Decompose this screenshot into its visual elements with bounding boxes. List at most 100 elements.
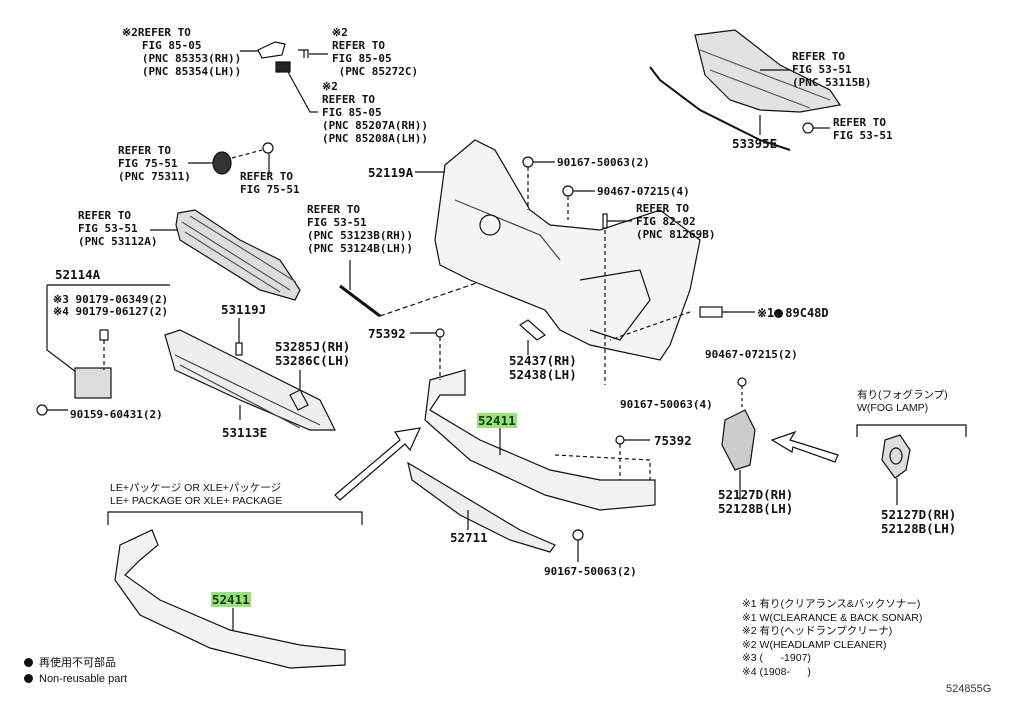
side-bracket-drawing [36,284,170,416]
fog-lamp-cover-drawing [721,377,839,500]
ref-line: REFER TO [833,116,886,129]
part-75392-lower[interactable]: 75392 [654,433,692,448]
upper-grille-drawing [150,209,301,301]
part-53119j[interactable]: 53119J [221,302,267,317]
note-marker: ※2 [122,26,138,39]
part-90467-07215-mid[interactable]: 90467-07215(2) [705,348,798,361]
part-52437[interactable]: 52437(RH) [509,353,577,368]
ref-line: FIG 85-05 [322,106,382,119]
ref-line: (PNC 53115B) [792,76,872,89]
part-90167-50063-bottom[interactable]: 90167-50063(2) [544,565,637,578]
note-marker: ※4 [53,305,69,318]
note-marker: ※2 [332,26,348,39]
part-52127d-fog-lamp[interactable]: 52127D(RH) [881,507,957,522]
part-90179-06127[interactable]: ※4 90179-06127(2) [53,305,168,318]
ref-line: (PNC 53123B(RH)) [307,229,413,242]
ref-line: (PNC 85208A(LH)) [322,132,428,145]
part-52128b-fog-lamp[interactable]: 52128B(LH) [881,521,957,536]
ref-radiator-support-53115b: REFER TO FIG 53-51 (PNC 53115B) [792,50,871,89]
lower-grille-drawing [164,318,336,431]
ref-line: REFER TO [137,26,191,39]
ref-line: (PNC 85272C) [338,65,419,78]
footnote: ※2 有り(ヘッドランプクリーナ) [742,625,893,637]
part-52438[interactable]: 52438(LH) [509,367,577,382]
highlighted-part-number: 52411 [211,592,251,607]
ref-sensor-81269b: REFER TO FIG 82-02 (PNC 81269B) [636,202,715,241]
ref-line: (PNC 85353(RH)) [141,52,242,65]
caption-jp: 有り(フォグランプ) [857,389,948,401]
ref-line: REFER TO [792,50,845,63]
ref-line: (PNC 75311) [118,170,191,183]
footnote: ※1 W(CLEARANCE & BACK SONAR) [742,611,923,624]
ref-support-screw: REFER TO FIG 53-51 [833,116,893,142]
ref-line: REFER TO [240,170,293,183]
part-52128b-fog-cover[interactable]: 52128B(LH) [718,501,794,516]
ref-line: FIG 53-51 [78,222,138,235]
part-52411-main[interactable]: 52411 [477,413,517,428]
direction-arrow-left [334,427,422,501]
ref-headlamp-cleaner-cover: ※2REFER TO FIG 85-05 (PNC 85353(RH)) (PN… [122,26,241,78]
footnote: ※2 W(HEADLAMP CLEANER) [742,638,887,651]
part-number-text: 90179-06127(2) [75,305,169,318]
note-marker: ※2 [322,80,338,93]
caption-en: W(FOG LAMP) [857,402,929,414]
part-90467-07215-top[interactable]: 90467-07215(4) [597,185,690,198]
footnote: ※3 ( -1907) [742,652,811,664]
radiator-support-drawing [649,29,842,151]
ref-line: (PNC 53124B(LH)) [307,242,413,255]
fog-lamp-group-caption: 有り(フォグランプ) W(FOG LAMP) [857,389,948,415]
ref-emblem-screw: REFER TO FIG 75-51 [240,170,300,196]
part-52114a[interactable]: 52114A [55,267,101,282]
part-90179-06349[interactable]: ※3 90179-06349(2) [53,293,168,306]
ref-line: REFER TO [78,209,131,222]
ref-line: REFER TO [636,202,689,215]
non-reusable-dot-icon [24,658,33,667]
part-53285j[interactable]: 53285J(RH) [275,339,351,354]
skid-plate-drawing [407,461,584,562]
package-group-caption: LE+パッケージ OR XLE+パッケージ LE+ PACKAGE OR XLE… [110,482,282,508]
part-52411-package[interactable]: 52411 [211,592,251,607]
part-90167-50063-mid[interactable]: 90167-50063(4) [620,398,713,411]
ref-clip-85272c: ※2 REFER TO FIG 85-05 (PNC 85272C) [332,26,418,78]
caption-en: LE+ PACKAGE OR XLE+ PACKAGE [110,495,283,507]
ref-line: FIG 53-51 [792,63,852,76]
part-number-text: 90179-06349(2) [75,293,169,306]
part-52127d-fog-cover[interactable]: 52127D(RH) [718,487,794,502]
fog-lamp-drawing [856,424,967,505]
ref-line: FIG 53-51 [833,129,893,142]
lower-bumper-drawing [410,328,656,511]
footnotes: ※1 有り(クリアランス&バックソナー) ※1 W(CLEARANCE & BA… [742,598,922,679]
footnote: ※4 (1908- ) [742,665,811,678]
ref-nozzle-85207a: ※2 REFER TO FIG 85-05 (PNC 85207A(RH)) (… [322,80,428,145]
ref-line: REFER TO [118,144,171,157]
part-75392-upper[interactable]: 75392 [368,326,406,341]
non-reusable-dot-icon [774,309,784,318]
ref-line: FIG 85-05 [141,39,202,52]
ref-emblem-75311: REFER TO FIG 75-51 (PNC 75311) [118,144,191,183]
sonar-bracket-drawing [609,306,755,341]
part-53113e[interactable]: 53113E [222,425,268,440]
package-bumper-drawing [107,511,363,669]
part-90167-50063-top[interactable]: 90167-50063(2) [557,156,650,169]
part-90159-60431[interactable]: 90159-60431(2) [70,408,163,421]
seal-52437-drawing [518,319,547,355]
fasteners-top-drawing [522,156,632,385]
ref-line: FIG 75-51 [118,157,178,170]
ref-line: REFER TO [322,93,375,106]
legend-jp: 再使用不可部品 [39,657,116,669]
part-53395e[interactable]: 53395E [732,136,778,151]
figure-code: 524855G [946,683,992,695]
part-53286c[interactable]: 53286C(LH) [275,353,351,368]
legend: 再使用不可部品 Non-reusable part [24,655,127,687]
clip-85272c-drawing [298,49,328,58]
ref-line: REFER TO [332,39,385,52]
part-number-text: 89C48D [785,306,829,320]
ref-line: FIG 75-51 [240,183,300,196]
ref-molding-53123b: REFER TO FIG 53-51 (PNC 53123B(RH)) (PNC… [307,203,413,255]
nozzle-drawing [275,61,318,113]
highlighted-part-number: 52411 [477,413,517,428]
part-52119a[interactable]: 52119A [368,165,414,180]
part-52711[interactable]: 52711 [450,530,488,545]
